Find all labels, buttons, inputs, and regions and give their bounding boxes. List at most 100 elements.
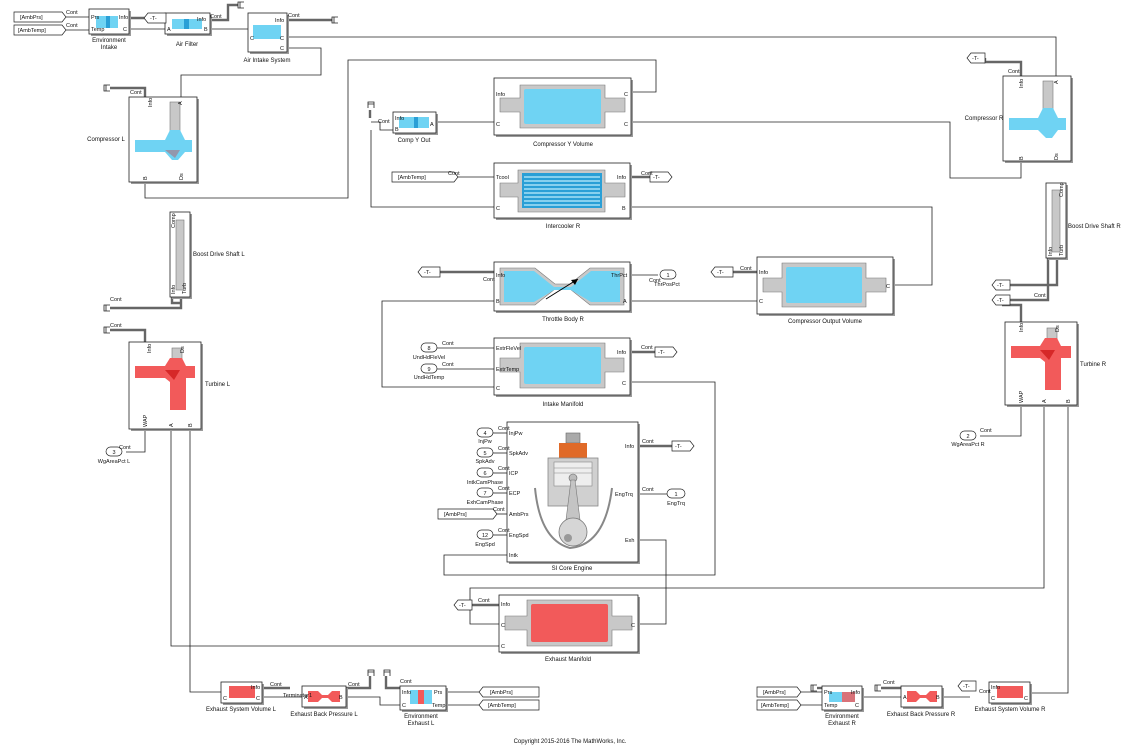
from-ambtemp-tag-intercooler[interactable]: [AmbTemp] [391, 171, 459, 183]
tag-text: -T- [459, 603, 466, 609]
port-a: A [623, 299, 627, 305]
port-temp: Temp [91, 27, 104, 33]
turbine-r-block[interactable]: Info Ds WAP A B [1004, 321, 1079, 407]
terminator-icons [103, 1, 881, 692]
goto-t-tag-10[interactable]: -T- [991, 294, 1011, 306]
inport-wgareapct-l[interactable]: 3 WgAreaPct L [98, 446, 130, 465]
inport-undhdflevel[interactable]: 8 UndHdFleVel [413, 342, 445, 361]
port-c: C [759, 299, 763, 305]
inport-number: 2 [966, 434, 969, 440]
environment-exhaust-l-block[interactable]: Info C Prs Temp [399, 685, 448, 712]
port-prs: Prs [824, 690, 833, 696]
goto-t-tag-7[interactable]: -T- [453, 599, 473, 611]
goto-t-tag-3[interactable]: -T- [417, 266, 441, 278]
port-info: Info [617, 350, 626, 356]
inport-wgareapct-r[interactable]: 2 WgAreaPct R [951, 430, 985, 448]
turbine-l-label: Turbine L [205, 382, 231, 388]
inport-undhdtemp[interactable]: 9 UndHdTemp [414, 363, 445, 381]
cont-label: Cont [642, 439, 654, 445]
air-filter-block[interactable]: Info A B [164, 12, 212, 36]
exhaust-system-volume-l-block[interactable]: Info C C [220, 681, 264, 705]
port-a: A [169, 423, 175, 427]
throttle-body-r-block[interactable]: Info B ThrPct A [493, 261, 632, 313]
goto-t-tag-5[interactable]: -T- [654, 346, 678, 358]
terminator-icon [874, 684, 881, 692]
terminator-icon [810, 684, 817, 692]
terminator-icon [367, 101, 375, 108]
exhaust-back-pressure-l-block[interactable]: A B [301, 685, 348, 709]
port-c: C [496, 206, 500, 212]
si-core-engine-block[interactable]: InjPw SpkAdv ICP ECP AmbPrs EngSpd Intk … [506, 421, 640, 564]
goto-t-tag-6[interactable]: -T- [671, 440, 695, 452]
outport-engtrq[interactable]: 1 EngTrq [666, 488, 686, 507]
goto-t-tag-2[interactable]: -T- [649, 171, 673, 183]
from-ambtemp-tag-exhaust-l[interactable]: [AmbTemp] [478, 699, 540, 711]
goto-tags: -T- -T- -T- -T- -T- -T- -T- -T- -T- -T- … [143, 12, 1011, 692]
port-ambprs: AmbPrs [509, 512, 529, 518]
exhaust-system-volume-l-label: Exhaust System Volume L [206, 707, 277, 713]
cont-label: Cont [883, 680, 895, 686]
port-b: B [339, 695, 343, 701]
exhaust-system-volume-r-block[interactable]: Info C C [988, 681, 1032, 705]
port-ds: Ds [180, 346, 186, 353]
compressor-r-block[interactable]: Info A B Ds [1002, 75, 1073, 163]
from-ambprs-tag-exhaust-r[interactable]: [AmbPrs] [756, 686, 802, 698]
goto-t-tag-11[interactable]: -T- [957, 680, 977, 692]
from-ambtemp-tag[interactable]: [AmbTemp] [13, 24, 67, 36]
from-ambprs-tag-exhaust-l[interactable]: [AmbPrs] [478, 686, 540, 698]
exhaust-back-pressure-r-block[interactable]: A B [900, 685, 944, 709]
inport-name: InjPw [478, 439, 491, 445]
inport-spkadv[interactable]: 5 SpkAdv [476, 447, 495, 465]
cont-label: Cont [378, 119, 390, 125]
port-ds: Ds [179, 173, 185, 180]
port-engtrq: EngTrq [615, 492, 633, 498]
cont-label: Cont [110, 297, 122, 303]
port-icp: ICP [509, 471, 519, 477]
inport-injpw[interactable]: 4 InjPw [476, 427, 494, 445]
from-ambprs-tag-engine[interactable]: [AmbPrs] [437, 508, 498, 520]
signal-wires [66, 16, 1069, 706]
cont-label: Cont [740, 266, 752, 272]
goto-t-tag-4[interactable]: -T- [710, 266, 734, 278]
inport-name: WgAreaPct L [98, 459, 130, 465]
compressor-l-block[interactable]: Info A B Ds [128, 96, 199, 184]
port-b: B [496, 299, 500, 305]
port-c: C [280, 36, 284, 42]
port-turb: Turb [1059, 245, 1065, 256]
from-ambprs-tag[interactable]: [AmbPrs] [13, 11, 67, 23]
inport-intkcamphase[interactable]: 6 IntkCamPhase [467, 467, 503, 486]
turbine-l-block[interactable]: Info Ds WAP A B [128, 341, 203, 431]
tag-text: -T- [997, 283, 1004, 289]
compressor-y-volume-block[interactable]: Info C C C [493, 77, 633, 137]
intake-manifold-label: Intake Manifold [543, 402, 584, 408]
goto-t-tag-9[interactable]: -T- [991, 279, 1011, 291]
terminator-icon [103, 326, 110, 334]
environment-exhaust-r-block[interactable]: Prs Temp Info C [821, 685, 864, 712]
port-c: C [501, 623, 505, 629]
tag-text: -T- [150, 16, 157, 22]
inport-thrposPct[interactable]: 1 ThrPosPct [654, 269, 680, 288]
inport-engspd[interactable]: 12 EngSpd [475, 529, 495, 548]
exhaust-manifold-block[interactable]: Info C C C [498, 594, 640, 654]
comp-y-out-block[interactable]: Info B A [392, 111, 438, 135]
port-info: Info [617, 175, 626, 181]
inport-exhcamphase[interactable]: 7 ExhCamPhase [467, 487, 504, 506]
boost-drive-shaft-l-block[interactable]: Comp Info Turb [169, 211, 192, 299]
air-intake-system-block[interactable]: Info C C C [247, 12, 289, 54]
intake-manifold-block[interactable]: ExtrFleVel ExtrTemp C Info C [493, 337, 632, 397]
from-ambtemp-tag-exhaust-r[interactable]: [AmbTemp] [756, 699, 802, 711]
goto-t-tag-8[interactable]: -T- [966, 52, 986, 64]
goto-t-tag-1[interactable]: -T- [143, 12, 167, 24]
port-info: Info [496, 273, 505, 279]
cont-label: Cont [66, 23, 78, 29]
environment-intake-block[interactable]: Prs Temp Info C [88, 8, 131, 36]
boost-drive-shaft-r-block[interactable]: Comp Info Turb [1045, 182, 1068, 260]
si-core-engine-label: SI Core Engine [552, 566, 593, 572]
inport-number: 9 [427, 367, 430, 373]
intercooler-r-block[interactable]: Tcool C Info B [493, 162, 632, 220]
tag-text: -T- [963, 684, 970, 690]
compressor-output-volume-block[interactable]: Info C C [756, 256, 895, 316]
